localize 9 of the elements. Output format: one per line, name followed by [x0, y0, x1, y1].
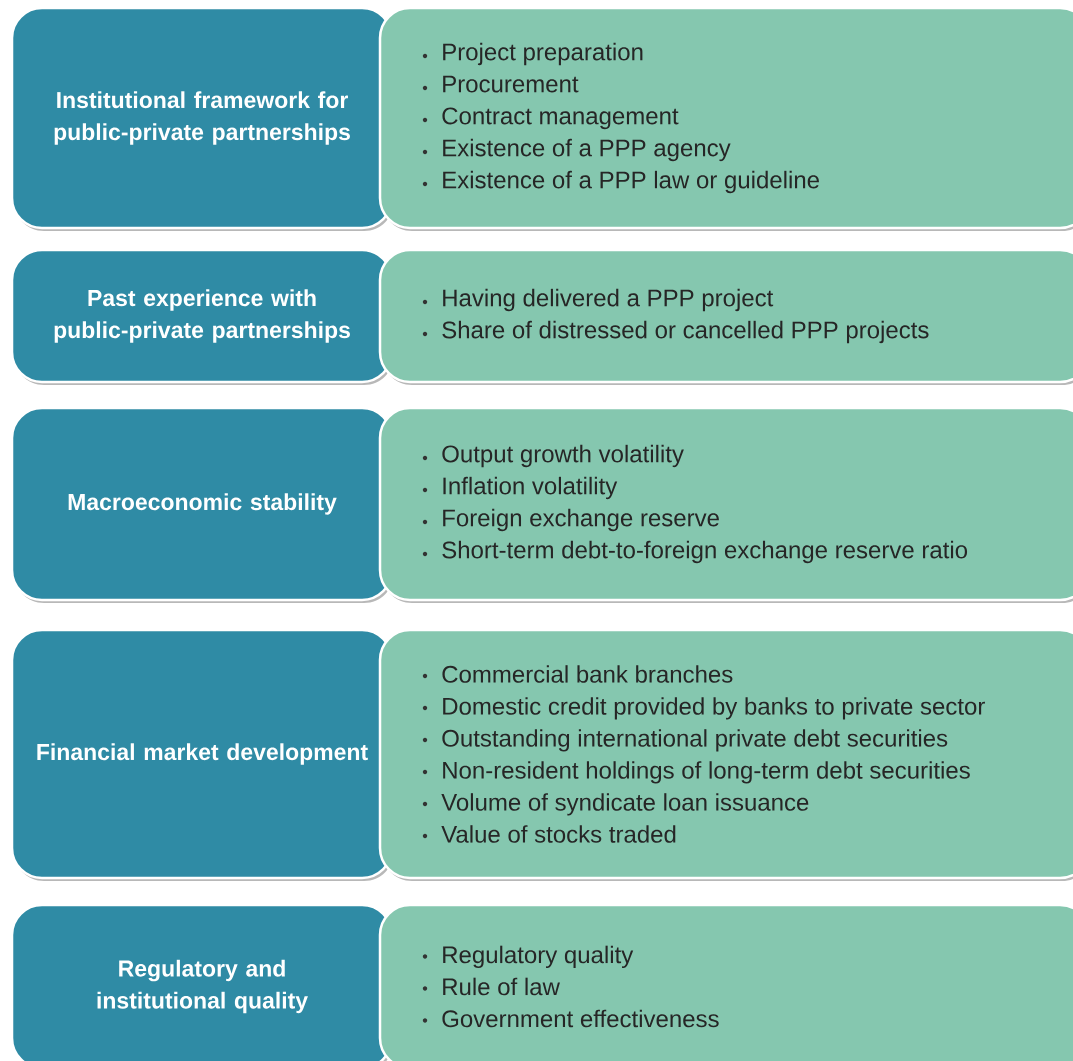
- bullet-list-box: Commercial bank branches Domestic credit provided by banks to private sector Outstanding international private debt securities Non-resident holdings of long-term debt securities Volume of syndicate loan issuance Value of stocks traded: [378, 628, 1073, 881]
- category-box: Financial market development: [10, 628, 394, 881]
- bullet-list-box: Regulatory quality Rule of law Government effectiveness: [378, 903, 1073, 1061]
- bullet-list-box: Project preparation Procurement Contract management Existence of a PPP agency Existence of a PPP law or guideline: [378, 6, 1073, 231]
- bullet-list-box: Output growth volatility Inflation volatility Foreign exchange reserve Short-term debt-to-foreign exchange reserve ratio: [378, 406, 1073, 603]
- category-box: Macroeconomic stability: [10, 406, 394, 603]
- category-box: Institutional framework for public-private partnerships: [10, 6, 394, 231]
- category-box: Past experience with public-private partnerships: [10, 248, 394, 385]
- bullet-list-box: Having delivered a PPP project Share of distressed or cancelled PPP projects: [378, 248, 1073, 385]
